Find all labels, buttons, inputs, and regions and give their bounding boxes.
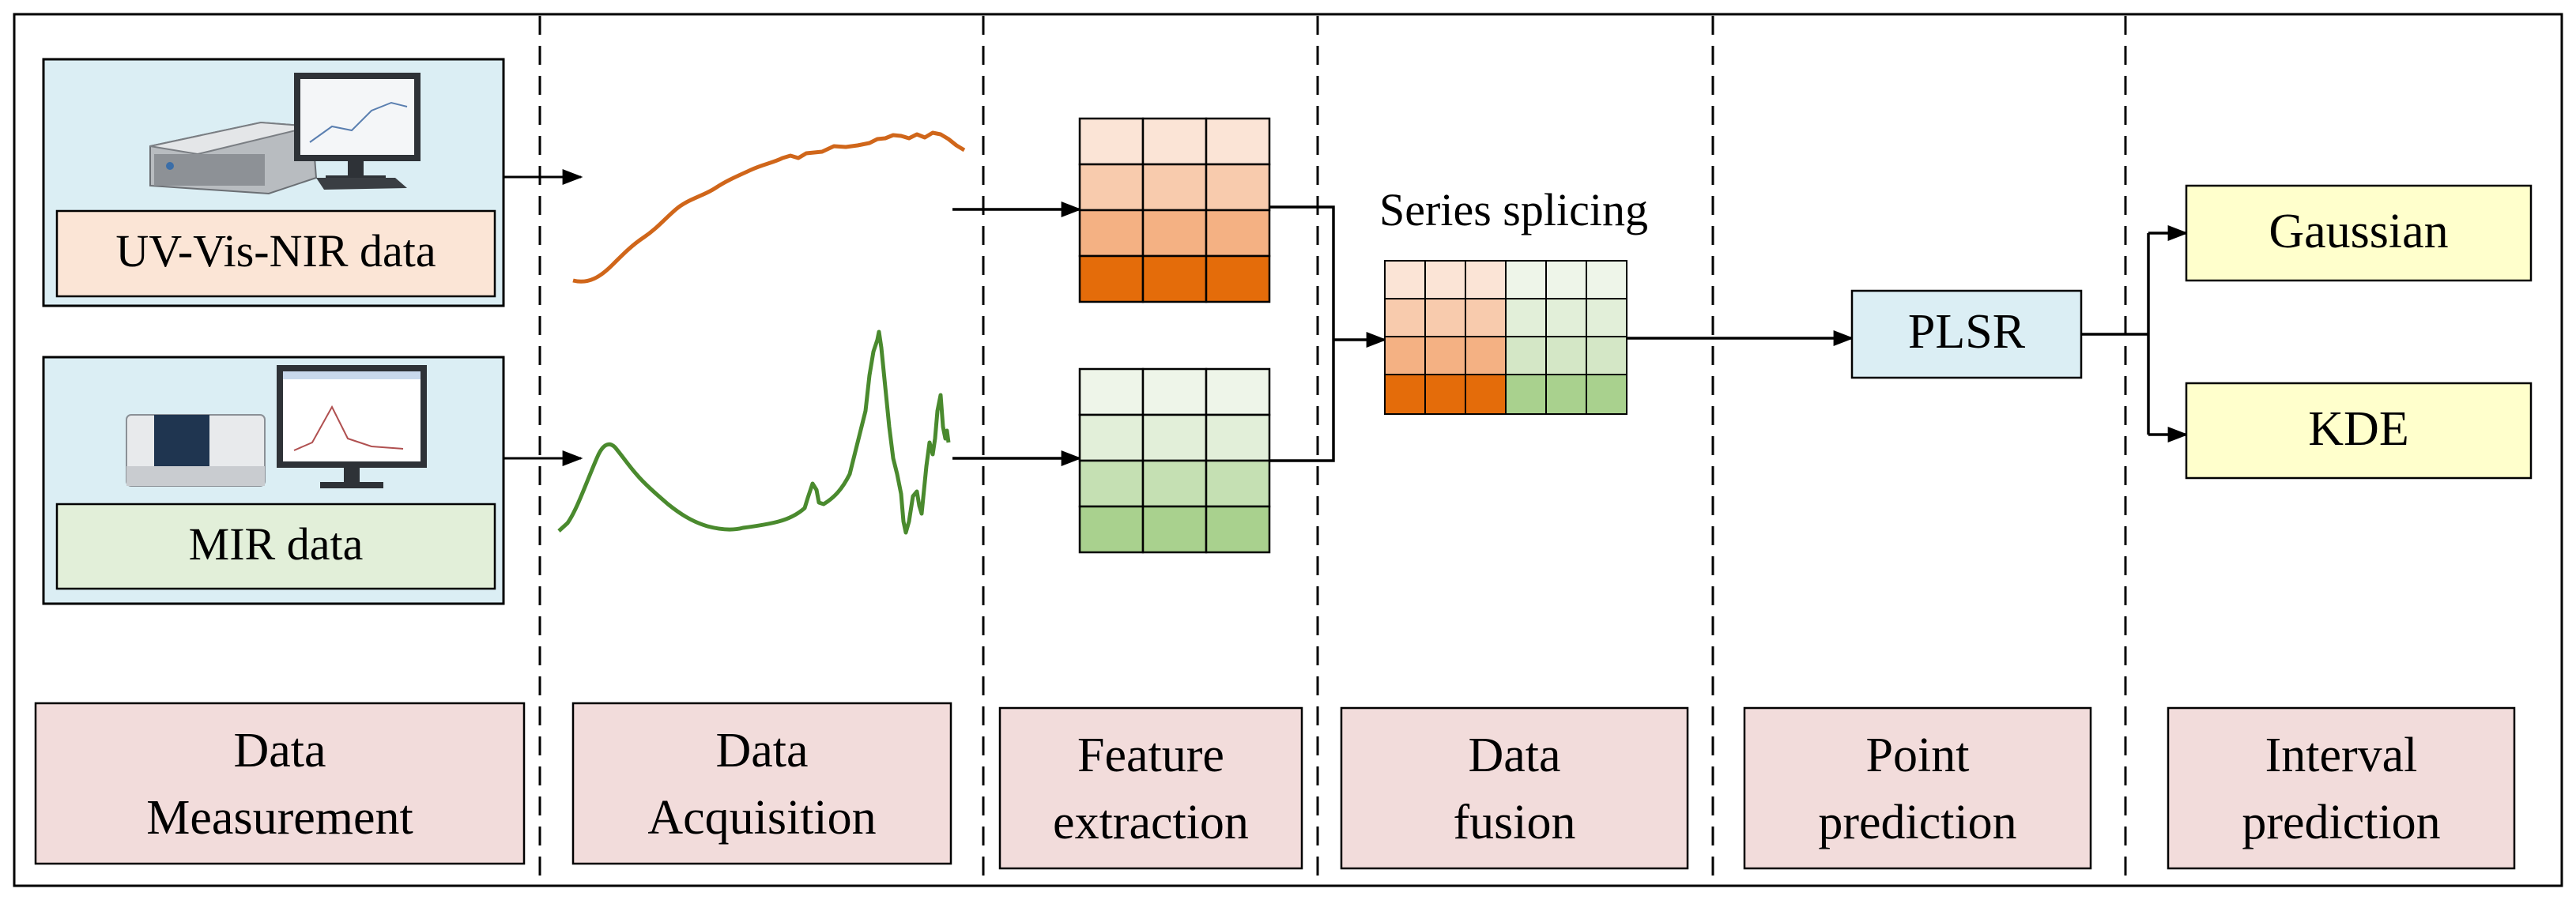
gaussian-label: Gaussian xyxy=(2269,205,2448,258)
stage-data-measurement: Data Measurement xyxy=(34,702,526,865)
kde-box xyxy=(2185,382,2533,480)
stage-interval-prediction-line2: prediction xyxy=(2242,796,2440,849)
uv-data-label: UV-Vis-NIR data xyxy=(115,225,436,277)
plsr-label: PLSR xyxy=(1908,305,2026,359)
ftir-spectrometer-workstation-icon xyxy=(126,365,427,488)
stage-data-measurement-line2: Measurement xyxy=(146,791,413,845)
spliced-feature-matrix xyxy=(1384,260,1627,415)
mir-data-label: MIR data xyxy=(189,518,364,570)
kde-label: KDE xyxy=(2308,402,2408,456)
mir-spectrum-curve xyxy=(557,329,951,535)
gaussian-box xyxy=(2185,184,2533,282)
stage-interval-prediction: Interval prediction xyxy=(2167,706,2516,870)
stage-data-fusion: Data fusion xyxy=(1340,706,1689,870)
stage-feature-extraction: Feature extraction xyxy=(998,706,1303,870)
stage-data-acquisition: Data Acquisition xyxy=(571,702,952,865)
stage-point-prediction-line2: prediction xyxy=(1818,796,2016,849)
outer-frame xyxy=(13,13,2563,887)
series-splicing-label: Series splicing xyxy=(1379,184,1648,235)
column-separators xyxy=(538,16,2127,884)
mir-feature-matrix xyxy=(1078,367,1271,554)
uv-feature-matrix xyxy=(1078,117,1271,303)
stage-data-measurement-line1: Data xyxy=(233,724,326,778)
mir-to-fusion-connector xyxy=(1269,340,1335,462)
uv-input-panel: UV-Vis-NIR data xyxy=(42,58,505,307)
plsr-box xyxy=(1850,289,2083,379)
stage-data-fusion-line2: fusion xyxy=(1454,796,1576,849)
stage-data-fusion-line1: Data xyxy=(1468,729,1560,782)
stage-feature-extraction-line1: Feature xyxy=(1077,729,1224,782)
uv-to-fusion-connector xyxy=(1269,205,1335,340)
uv-vis-nir-spectrum-curve xyxy=(572,130,966,284)
stage-point-prediction: Point prediction xyxy=(1743,706,2092,870)
uv-data-label-box xyxy=(55,209,496,298)
mir-input-panel: MIR data xyxy=(42,356,505,605)
spectrophotometer-workstation-icon xyxy=(149,73,421,195)
stage-data-acquisition-line1: Data xyxy=(715,724,808,778)
mir-data-label-box xyxy=(55,503,496,590)
stage-interval-prediction-line1: Interval xyxy=(2265,729,2418,782)
stage-data-acquisition-line2: Acquisition xyxy=(647,791,876,845)
stage-point-prediction-line1: Point xyxy=(1866,729,1970,782)
stage-feature-extraction-line2: extraction xyxy=(1053,796,1249,849)
